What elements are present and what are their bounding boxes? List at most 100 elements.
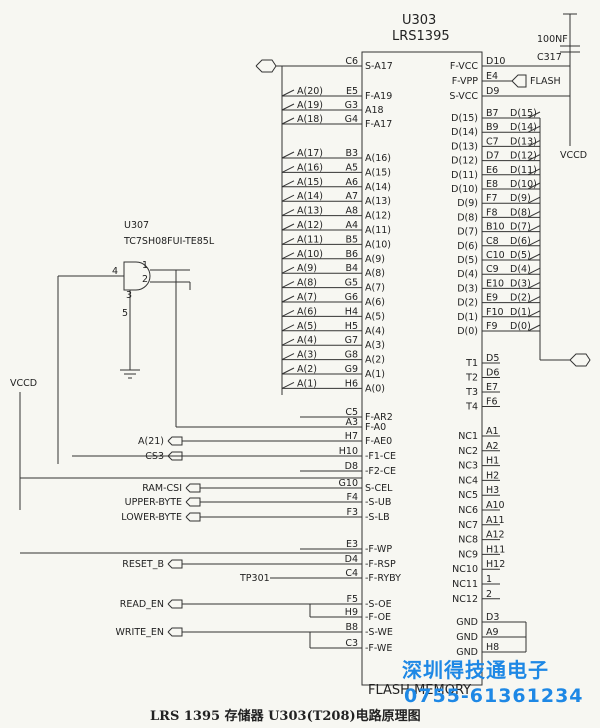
pin-name: NC1 (458, 431, 478, 442)
u307-ref: U307 (124, 220, 149, 231)
u307-part: TC7SH08FUI-TE85L (123, 236, 215, 247)
data-wire-label: D(1) (510, 307, 531, 318)
address-wire-label: A(5) (297, 321, 317, 332)
address-wire-label: A(20) (297, 86, 323, 97)
pin-name: D(0) (457, 326, 478, 337)
pin-name: A(0) (365, 383, 385, 394)
pin-number: B8 (345, 622, 358, 633)
pin-name: NC7 (458, 520, 478, 531)
pin-name: A(9) (365, 254, 385, 265)
pin-name: -F-WP (365, 544, 392, 555)
pin-number: A8 (345, 206, 358, 217)
pin-number: F9 (486, 321, 498, 332)
u307-and-gate (123, 261, 151, 291)
pin-number: B9 (486, 122, 499, 133)
bus-entry (527, 310, 541, 318)
bus-entry (281, 89, 295, 97)
pin-number: H1 (486, 456, 499, 467)
bus-entry (527, 296, 541, 304)
pin-name: A(16) (365, 153, 391, 164)
signal-label: READ_EN (120, 599, 164, 610)
pin-name: A(4) (365, 326, 385, 337)
address-wire-label: A(12) (297, 220, 323, 231)
signal-label: LOWER-BYTE (121, 512, 182, 523)
u307-pin2: 2 (142, 274, 148, 285)
pin-name: NC11 (452, 579, 478, 590)
data-wire-label: D(0) (510, 321, 531, 332)
pin-name: GND (456, 617, 478, 628)
pin-name: D(3) (457, 283, 478, 294)
pin-number: D7 (486, 151, 499, 162)
bus-entry (527, 111, 541, 119)
data-wire-label: D(14) (510, 122, 537, 133)
bus-entry (527, 125, 541, 133)
pin-name: -S-WE (365, 627, 393, 638)
pin-name: -S-OE (365, 599, 392, 610)
pin-name: D(11) (451, 170, 478, 181)
pin-name: A(1) (365, 369, 385, 380)
u307-pin5: 5 (122, 308, 128, 319)
pin-number: A3 (345, 417, 358, 428)
address-wire-label: A(8) (297, 278, 317, 289)
bus-entry (281, 209, 295, 217)
u307-pin1: 1 (142, 260, 148, 271)
pin-number: H3 (486, 485, 499, 496)
signal-connector (185, 497, 201, 507)
pin-number: F3 (346, 507, 358, 518)
watermark-company: 深圳得技通电子 (402, 658, 549, 682)
pin-number: F7 (486, 193, 498, 204)
address-wire-label: A(19) (297, 100, 323, 111)
pin-name: D(7) (457, 227, 478, 238)
data-wire-label: D(6) (510, 236, 531, 247)
pin-number: A12 (486, 530, 505, 541)
pin-number: H9 (345, 607, 358, 618)
pin-name: S-CEL (365, 483, 393, 494)
pin-number: D10 (486, 56, 505, 67)
signal-label: UPPER-BYTE (125, 497, 182, 508)
bus-entry (527, 196, 541, 204)
bus-entry (527, 267, 541, 275)
pin-number: A11 (486, 515, 505, 526)
u307-pin4: 4 (112, 266, 118, 277)
pin-name: NC9 (458, 549, 478, 560)
pin-name: GND (456, 647, 478, 658)
data-wire-label: D(11) (510, 165, 537, 176)
address-wire-label: A(7) (297, 292, 317, 303)
pin-number: C9 (486, 264, 499, 275)
pin-number: F10 (486, 307, 504, 318)
signal-connector (185, 512, 201, 522)
net-vccd-left: VCCD (10, 378, 37, 389)
address-wire-label: A(9) (297, 263, 317, 274)
pin-name: T2 (465, 373, 478, 384)
pin-name: F-AE0 (365, 436, 392, 447)
bus-entry (281, 309, 295, 317)
pin-name: A(11) (365, 225, 391, 236)
pin-number: A1 (486, 426, 499, 437)
pin-number: F6 (486, 397, 498, 408)
address-wire-label: A(17) (297, 148, 323, 159)
pin-name: A(6) (365, 297, 385, 308)
pin-name: A(8) (365, 268, 385, 279)
connector-flash (511, 74, 527, 88)
net-vccd-right: VCCD (560, 150, 587, 161)
address-wire-label: A(18) (297, 114, 323, 125)
data-wire-label: D(9) (510, 193, 531, 204)
data-wire-label: D(8) (510, 207, 531, 218)
pin-name: S-A17 (365, 61, 393, 72)
pin-name: NC12 (452, 594, 478, 605)
bus-entry (281, 338, 295, 346)
signal-label: A(21) (138, 436, 164, 447)
pin-name: NC4 (458, 475, 478, 486)
data-wire-label: D(12) (510, 151, 537, 162)
pin-number: E5 (346, 86, 358, 97)
pin-number: D6 (486, 368, 499, 379)
bus-entry (281, 117, 295, 125)
bus-entry (281, 223, 295, 231)
pin-number: C6 (345, 56, 358, 67)
signal-connector (167, 599, 183, 609)
pin-number: B5 (345, 234, 358, 245)
pin-name: NC3 (458, 461, 478, 472)
signal-label: WRITE_EN (116, 627, 164, 638)
pin-number: H11 (486, 544, 505, 555)
